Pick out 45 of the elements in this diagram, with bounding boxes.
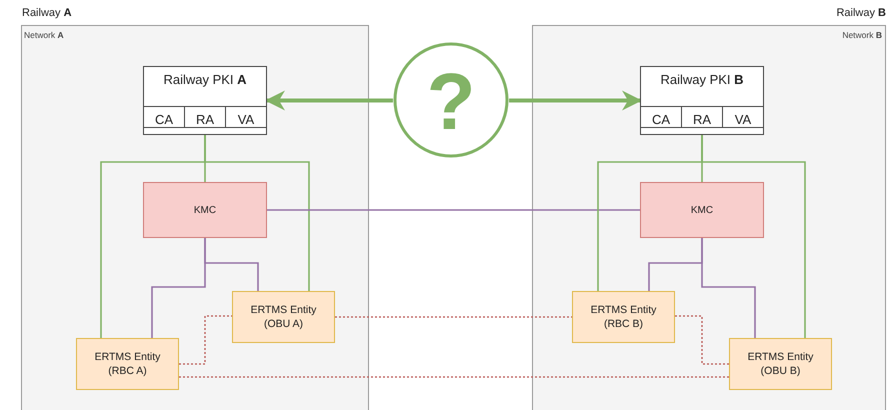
zone-label: Network B — [842, 30, 882, 40]
kmc-box — [640, 182, 764, 238]
cell-label: RA — [194, 112, 216, 127]
question-mark: ? — [426, 62, 476, 142]
table-cell — [722, 106, 764, 128]
connector — [701, 238, 756, 338]
connector — [204, 135, 310, 291]
cell-label: RA — [692, 112, 712, 127]
box-label: ERTMS Entity (RBC B) — [590, 303, 658, 331]
box-label: ERTMS Entity (RBC A) — [94, 350, 162, 378]
box-label: ERTMS Entity (OBU A) — [250, 303, 318, 331]
cell-label: CA — [650, 112, 672, 127]
cell-label: VA — [734, 112, 752, 127]
table-cell — [143, 106, 185, 128]
entity-box — [729, 338, 832, 390]
box-label: Railway PKI B — [659, 72, 745, 87]
entity-box — [76, 338, 179, 390]
pki-box — [143, 66, 267, 135]
table-cell — [681, 106, 723, 128]
box-label: ERTMS Entity (OBU B) — [746, 350, 814, 378]
connector — [151, 238, 206, 338]
box-label: Railway PKI A — [162, 72, 248, 87]
connector — [701, 135, 806, 338]
connector — [179, 376, 729, 378]
zone-heading: Railway B — [836, 7, 886, 19]
question-circle — [393, 42, 509, 158]
connector — [179, 315, 232, 365]
cell-label: CA — [154, 112, 174, 127]
arrow — [509, 90, 642, 110]
entity-box — [572, 291, 675, 343]
connector — [675, 315, 729, 365]
zone-heading: Railway A — [22, 7, 72, 19]
table-cell — [184, 106, 226, 128]
table-cell — [225, 106, 267, 128]
box-label: KMC — [194, 204, 216, 216]
table-cell — [640, 106, 682, 128]
pki-box — [640, 66, 764, 135]
cell-label: VA — [236, 112, 256, 127]
connector — [335, 316, 572, 318]
connector — [267, 209, 640, 211]
entity-box — [232, 291, 335, 343]
kmc-box — [143, 182, 267, 238]
arrow — [265, 90, 393, 110]
box-label: KMC — [690, 204, 714, 216]
zone-label: Network A — [24, 30, 64, 40]
